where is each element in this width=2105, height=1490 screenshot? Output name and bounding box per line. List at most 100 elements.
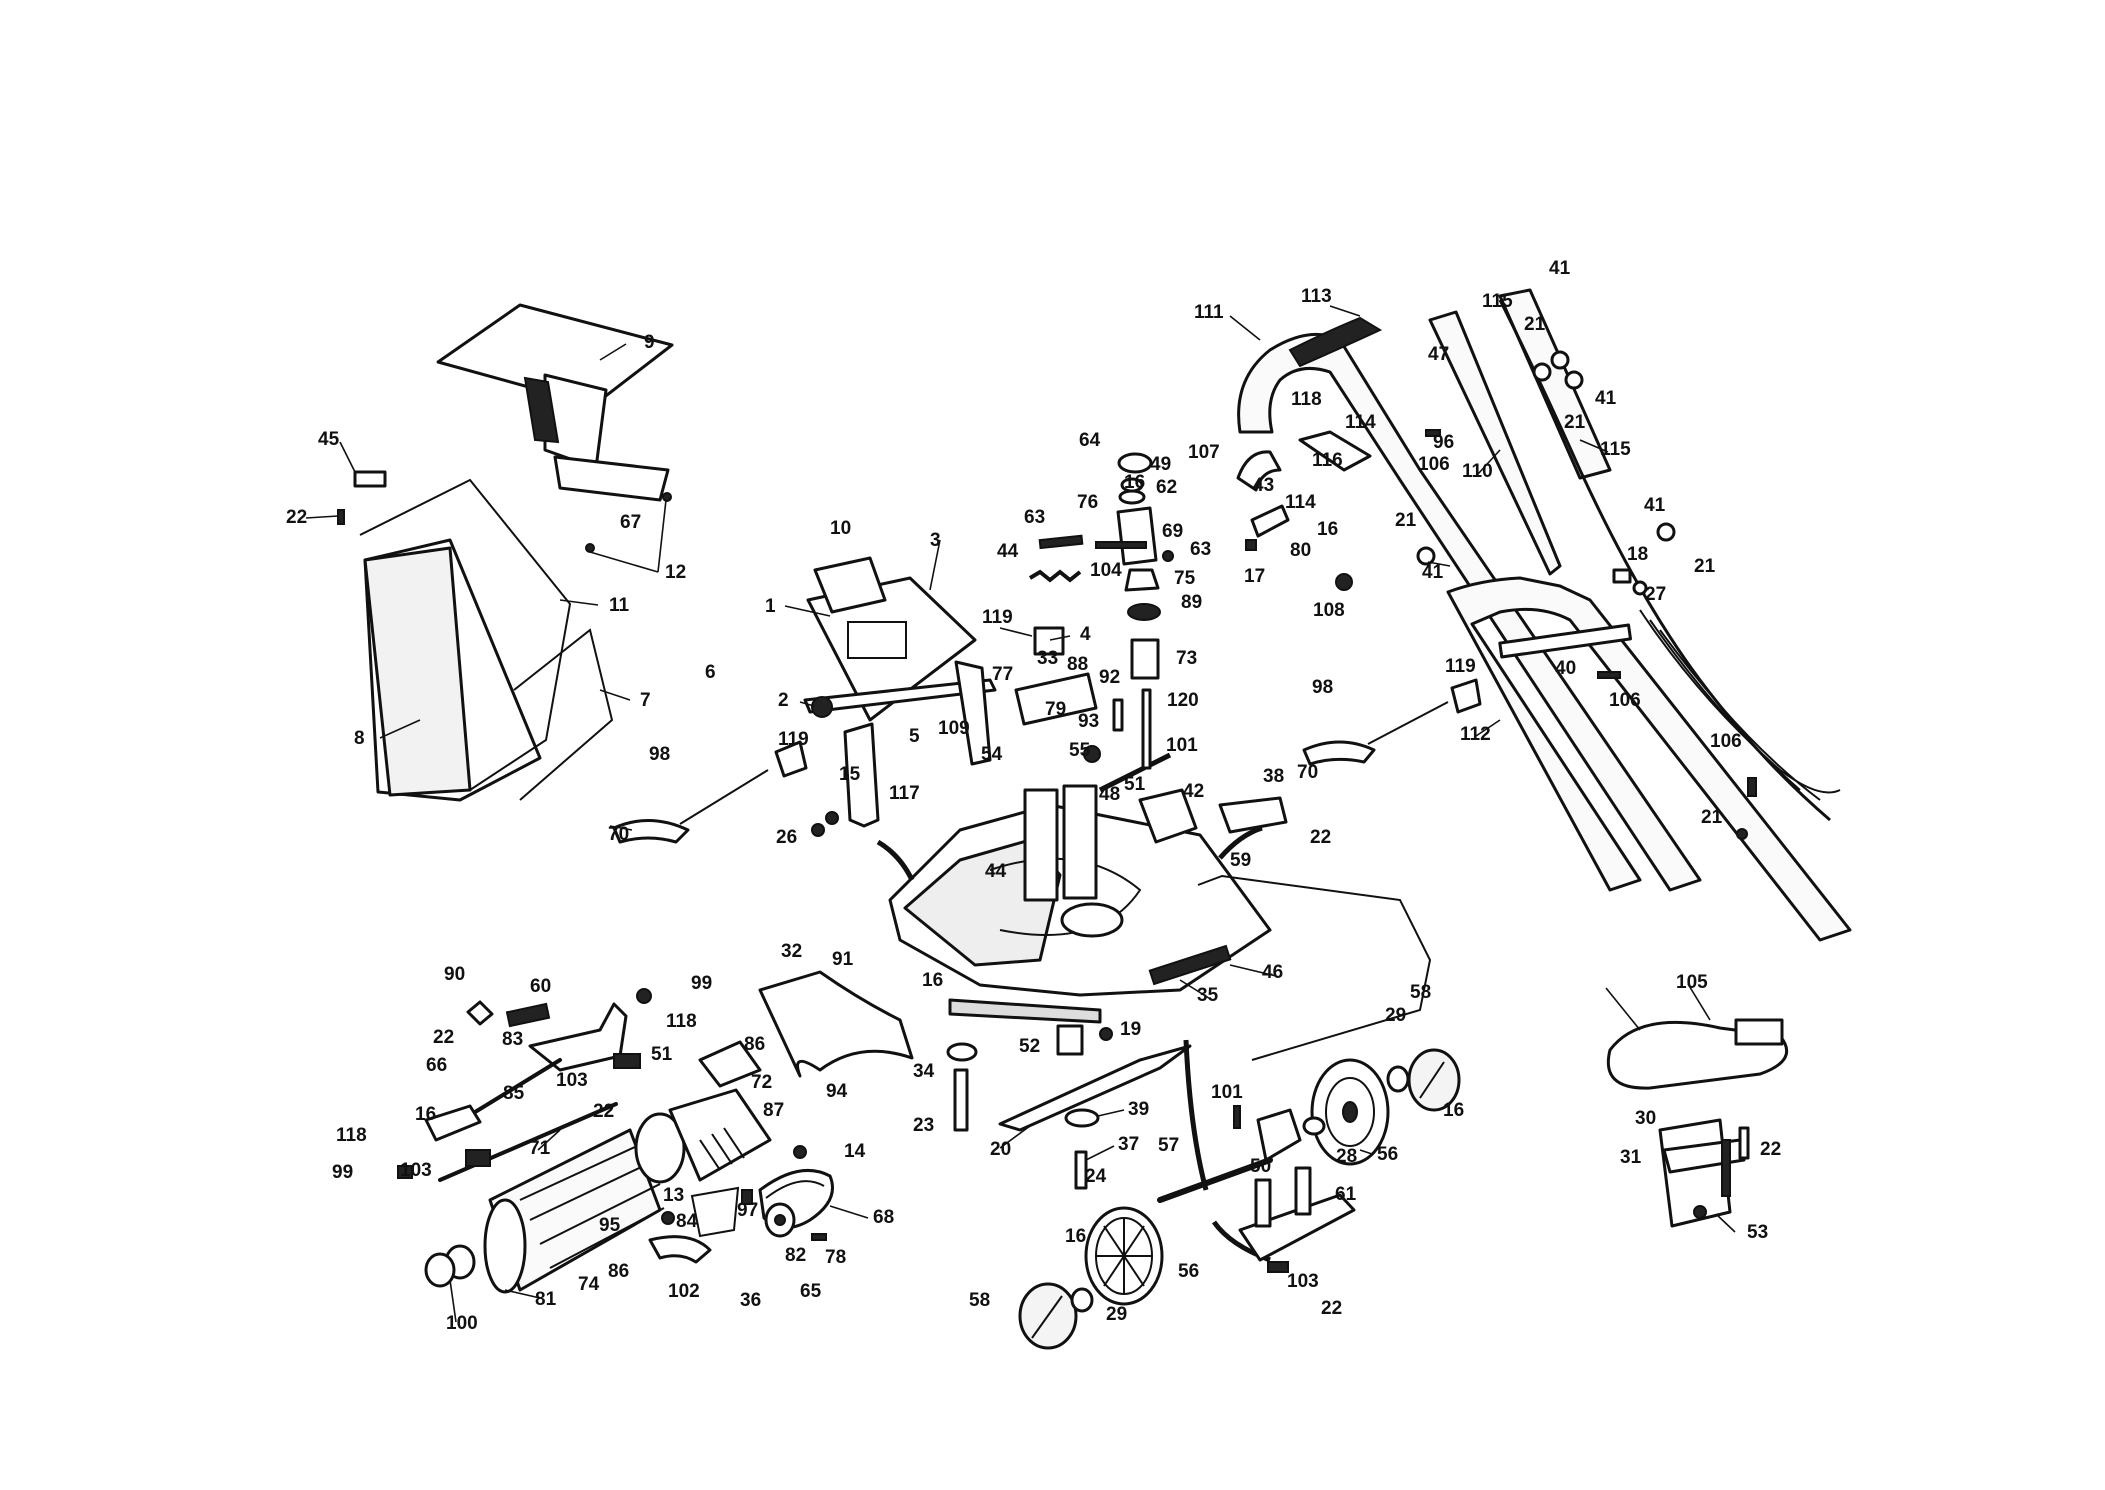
part-number-label: 41	[1422, 562, 1444, 583]
switch-spring	[1028, 569, 1082, 583]
part-number-label: 41	[1595, 388, 1617, 409]
part-number-label: 41	[1549, 258, 1571, 279]
part-number-label: 58	[1410, 982, 1431, 1003]
part-number-label: 106	[1609, 690, 1641, 711]
part-number-label: 81	[535, 1289, 557, 1310]
part-number-label: 118	[1291, 389, 1322, 410]
part-number-label: 39	[1128, 1099, 1149, 1120]
part-number-label: 70	[1297, 762, 1318, 783]
part-number-label: 88	[1067, 654, 1088, 675]
part-number-label: 82	[785, 1245, 806, 1266]
axle-bracket-rear	[954, 660, 992, 766]
part-number-label: 109	[938, 718, 970, 739]
part-number-label: 53	[1747, 1222, 1768, 1243]
part-number-label: 106	[1418, 454, 1450, 475]
part-number-label: 103	[1287, 1271, 1319, 1292]
part-number-label: 116	[1312, 450, 1343, 471]
part-number-label: 110	[1462, 461, 1493, 482]
part-number-label: 106	[1710, 731, 1742, 752]
part-number-label: 59	[1230, 850, 1251, 871]
part-number-label: 98	[649, 744, 670, 765]
part-number-label: 54	[981, 744, 1003, 765]
part-number-label: 22	[1760, 1139, 1781, 1160]
rear-roller	[424, 1128, 665, 1294]
front-axle	[1157, 1105, 1302, 1203]
part-number-label: 43	[1253, 475, 1274, 496]
motor-brushes	[1038, 534, 1174, 562]
part-number-label: 22	[1321, 1298, 1342, 1319]
part-number-label: 83	[502, 1029, 523, 1050]
grass-box-pin	[337, 509, 345, 525]
part-number-label: 21	[1524, 314, 1546, 335]
part-number-label: 31	[1620, 1147, 1642, 1168]
part-number-label: 22	[286, 507, 307, 528]
part-number-label: 114	[1345, 412, 1376, 433]
part-number-label: 71	[529, 1138, 551, 1159]
handle-cable-clip	[1236, 430, 1372, 591]
part-number-label: 87	[763, 1100, 784, 1121]
part-number-label: 29	[1106, 1304, 1127, 1325]
part-number-label: 113	[1301, 286, 1332, 307]
part-number-label: 101	[1211, 1082, 1243, 1103]
part-number-label: 93	[1078, 711, 1099, 732]
part-number-label: 65	[800, 1281, 822, 1302]
handle-bar-upper-right	[1428, 288, 1612, 576]
part-number-label: 40	[1555, 658, 1576, 679]
part-number-label: 119	[778, 729, 809, 750]
part-number-label: 41	[1644, 495, 1666, 516]
part-number-label: 15	[839, 764, 861, 785]
part-number-label: 14	[844, 1141, 866, 1162]
part-number-label: 86	[608, 1261, 629, 1282]
deck-arcs	[876, 752, 1271, 1263]
part-number-label: 20	[990, 1139, 1011, 1160]
grass-bag-frame	[359, 478, 614, 801]
drive-pulley	[764, 1202, 827, 1241]
part-number-label: 60	[530, 976, 551, 997]
drive-bracket	[466, 988, 652, 1072]
drive-gearbox	[634, 1040, 772, 1184]
part-number-label: 35	[1197, 985, 1219, 1006]
screws-26	[811, 811, 839, 837]
part-number-label: 57	[1158, 1135, 1179, 1156]
axle-bracket-left	[843, 722, 880, 828]
part-number-label: 42	[1183, 781, 1204, 802]
grass-box-lid	[436, 303, 674, 502]
part-number-label: 32	[781, 941, 802, 962]
part-number-label: 94	[826, 1081, 848, 1102]
discharge-chute	[758, 970, 914, 1078]
washer-28	[1302, 1116, 1326, 1136]
mower-deck	[888, 784, 1432, 1061]
part-number-label: 28	[1336, 1146, 1357, 1167]
part-number-label: 29	[1385, 1005, 1406, 1026]
part-number-label: 115	[1600, 439, 1631, 460]
height-adjuster-lever-left	[612, 740, 808, 844]
part-number-label: 111	[1194, 302, 1224, 323]
part-number-label: 74	[578, 1274, 600, 1295]
part-number-label: 52	[1019, 1036, 1040, 1057]
part-number-label: 75	[1174, 568, 1196, 589]
grass-box-screw	[662, 492, 672, 502]
part-number-label: 107	[1188, 442, 1220, 463]
rear-wheel	[1310, 1058, 1390, 1166]
blade	[946, 1024, 1192, 1190]
part-number-label: 62	[1156, 477, 1177, 498]
part-number-label: 103	[556, 1070, 588, 1091]
part-number-label: 33	[1037, 648, 1058, 669]
part-number-label: 30	[1635, 1108, 1656, 1129]
part-number-label: 55	[1069, 740, 1091, 761]
part-number-label: 85	[503, 1083, 525, 1104]
part-number-label: 38	[1263, 766, 1284, 787]
part-number-label: 78	[825, 1247, 846, 1268]
part-number-label: 22	[1310, 827, 1331, 848]
height-adjuster-lever-right	[1302, 678, 1482, 766]
part-number-label: 95	[599, 1215, 621, 1236]
part-number-label: 26	[776, 827, 797, 848]
part-number-label: 76	[1077, 492, 1098, 513]
part-number-label: 68	[873, 1207, 894, 1228]
part-number-label: 64	[1079, 430, 1101, 451]
part-number-label: 5	[909, 726, 920, 747]
part-number-label: 47	[1428, 344, 1449, 365]
grass-box-clip	[353, 470, 387, 488]
handle-knobs	[1416, 350, 1757, 840]
